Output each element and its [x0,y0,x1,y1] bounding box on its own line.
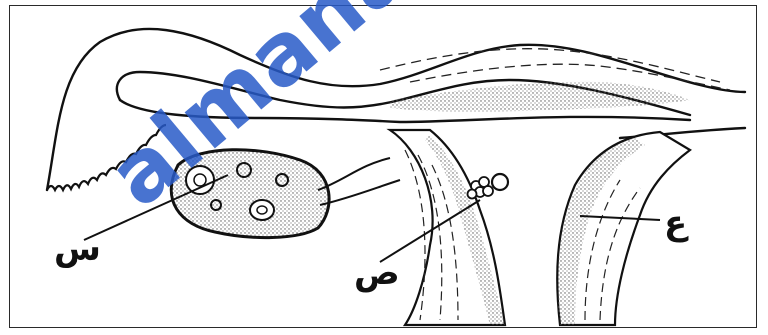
label-follicle: ص [354,256,400,290]
label-uterine-wall: ع [664,206,687,240]
follicle-cluster [468,174,509,199]
tube-lining [390,82,690,112]
uterine-wall-left [390,130,505,325]
label-ovary: س [54,232,101,266]
